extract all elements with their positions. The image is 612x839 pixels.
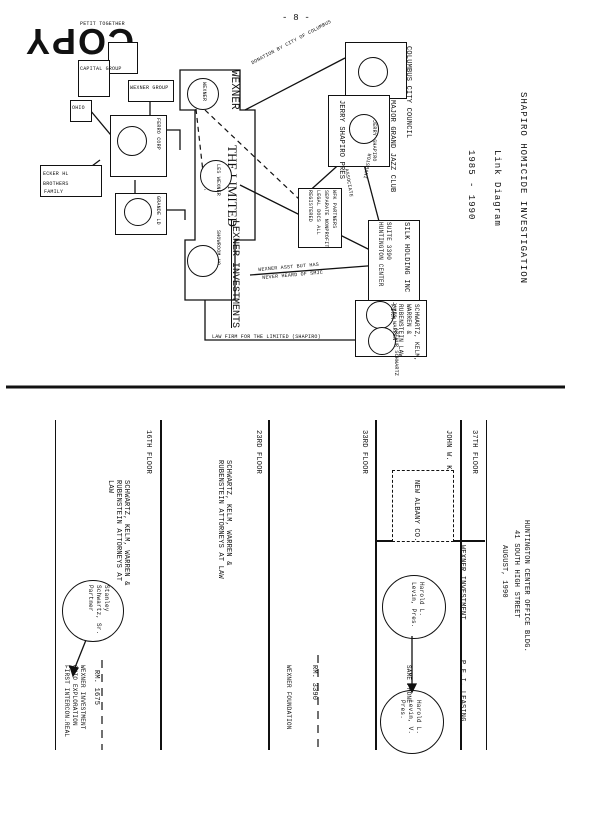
first-intercon-label: FIRST INTERCON.REAL xyxy=(63,665,70,738)
wexner-foundation-label: WEXNER FOUNDATION xyxy=(285,665,292,730)
schwartz-circle xyxy=(368,327,396,355)
wfk-partners-box xyxy=(298,188,342,248)
wexner-mid-circle xyxy=(200,160,232,192)
wexner-bottom-circle xyxy=(187,245,219,277)
new-albany-box xyxy=(392,470,454,542)
stanley-circle xyxy=(62,580,124,642)
left-box-3 xyxy=(70,100,92,122)
left-box-1-label: PETIT TOGETHER xyxy=(80,21,125,27)
left-box-2-label: CAPITAL GROUP xyxy=(80,66,122,72)
silk-holding-box xyxy=(368,220,420,302)
stanley-label: Stanley Schwartz, Sr. Partner xyxy=(87,585,110,635)
floorplan-frame xyxy=(55,420,487,750)
wexner-top-circle xyxy=(187,78,219,110)
jazz-club-box xyxy=(328,95,390,167)
floor-divider-1 xyxy=(160,420,162,750)
grande-box xyxy=(115,193,167,235)
left-box-4-label: FAMILY xyxy=(44,189,64,195)
schwartz-firm-box xyxy=(355,300,427,357)
ferro-circle xyxy=(117,126,147,156)
ferro-box xyxy=(110,115,167,177)
ohio-exploration-label: OHIO EXPLORATION xyxy=(71,665,78,726)
wexner-investment-2-label: WEXNER INVESTMENT xyxy=(79,665,86,730)
floor-divider-3 xyxy=(375,420,377,750)
brothers-label: BROTHERS xyxy=(43,181,69,187)
harold-circle-1 xyxy=(382,575,446,639)
shapiro-circle xyxy=(349,114,379,144)
rm-1675-label: RM. 1675 xyxy=(92,670,100,706)
law-firm-for-label: LAW FIRM FOR THE LIMITED (SHAPIRO) xyxy=(212,334,321,340)
council-circle xyxy=(358,57,388,87)
rm-3390-label: RM. 3390 xyxy=(310,665,318,701)
floor-37-inner xyxy=(460,420,462,750)
left-box-2 xyxy=(78,60,110,97)
wexner-group-label: WEXNER GROUP xyxy=(130,85,169,91)
floor-divider-2 xyxy=(268,420,270,750)
wexner-group-box xyxy=(128,80,174,102)
ecker-label: ECKER HL xyxy=(43,171,69,177)
limited-outline xyxy=(179,69,256,301)
page-number: - 8 - xyxy=(282,13,311,23)
ecker-box xyxy=(40,165,102,197)
left-box-1 xyxy=(108,42,138,74)
left-box-3-label: OHIO xyxy=(72,105,85,111)
grande-circle xyxy=(124,198,152,226)
